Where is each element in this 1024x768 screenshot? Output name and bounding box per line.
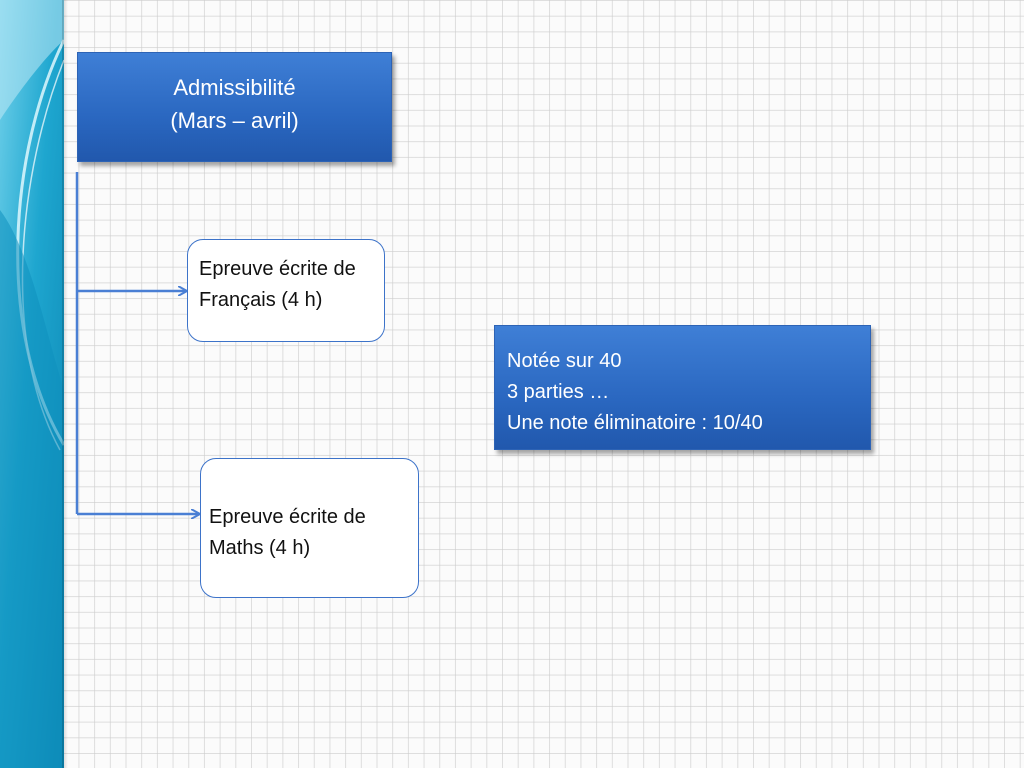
note-line-parts: 3 parties … — [507, 381, 610, 403]
admissibilite-title: Admissibilité — [173, 75, 296, 100]
note-line-score: Notée sur 40 — [507, 350, 622, 372]
epreuve-francais-line1: Epreuve écrite de — [199, 258, 356, 280]
sidebar-shadow — [62, 0, 68, 768]
epreuve-maths-line2: Maths (4 h) — [209, 537, 311, 559]
epreuve-francais-line2: Français (4 h) — [199, 289, 323, 311]
admissibilite-period: (Mars – avril) — [170, 108, 299, 133]
epreuve-maths-box: Epreuve écrite de Maths (4 h) — [200, 458, 419, 598]
note-line-eliminatory: Une note éliminatoire : 10/40 — [507, 412, 763, 434]
admissibilite-box: Admissibilité (Mars – avril) — [77, 52, 392, 162]
epreuve-francais-box: Epreuve écrite de Français (4 h) — [187, 239, 385, 342]
note-box: Notée sur 40 3 parties … Une note élimin… — [494, 325, 871, 450]
decorative-sidebar — [0, 0, 64, 768]
epreuve-maths-line1: Epreuve écrite de — [209, 506, 366, 528]
